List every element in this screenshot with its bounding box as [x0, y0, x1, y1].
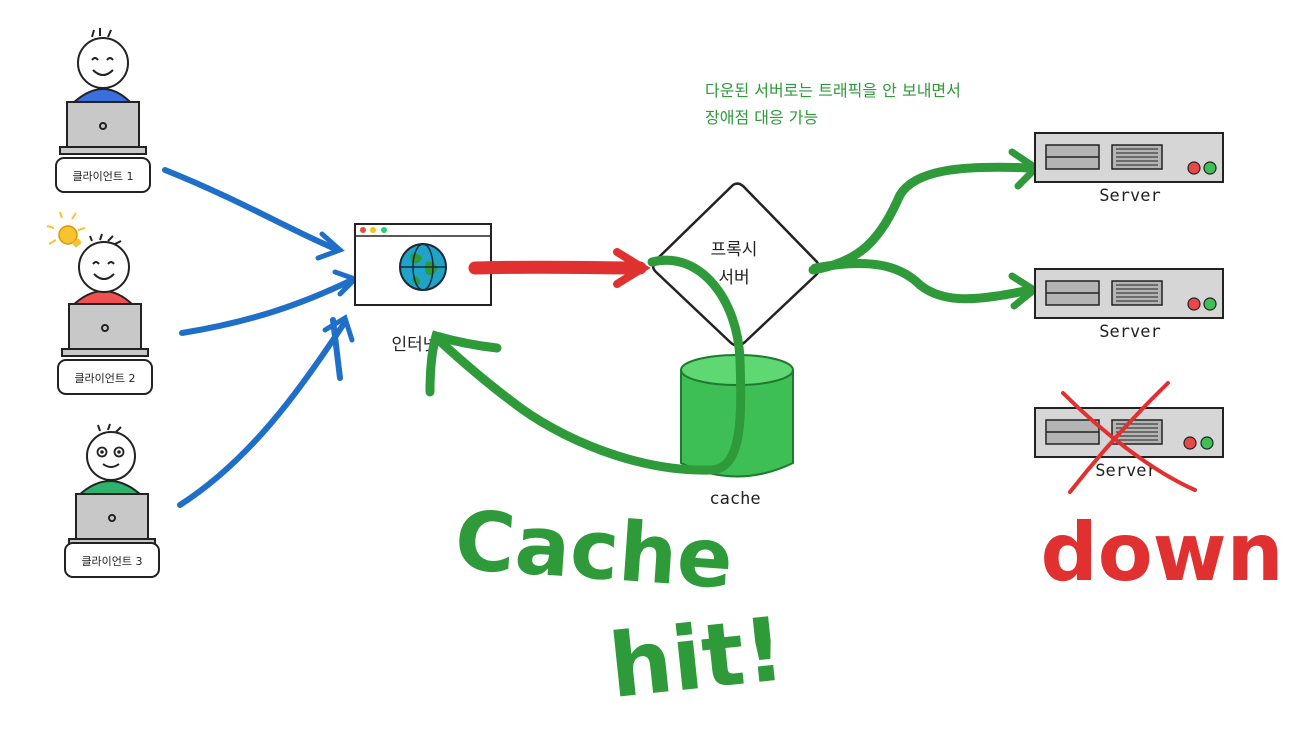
note-line2: 장애점 대응 가능 — [705, 108, 818, 127]
cache-label: cache — [709, 489, 760, 509]
cross-mark-icon — [1061, 381, 1197, 494]
client-label: 클라이언트 1 — [72, 170, 133, 183]
arrow-proxy-server1 — [808, 162, 1035, 275]
down-annotation: down — [1040, 506, 1283, 599]
arrowhead — [322, 314, 355, 343]
lightbulb-icon — [46, 211, 86, 248]
arrow-proxy-server2 — [810, 259, 1035, 304]
failover-note: 다운된 서버로는 트래픽을 안 보내면서 장애점 대응 가능 — [705, 81, 961, 127]
server-2: Server — [1034, 268, 1224, 342]
person-icon — [69, 28, 135, 105]
client-label-box — [57, 359, 153, 395]
proxy-label-line1: 프록시 — [711, 240, 758, 260]
internet-to-proxy-arrow — [468, 248, 651, 288]
server-label: Server — [1099, 322, 1160, 342]
note-line1: 다운된 서버로는 트래픽을 안 보내면서 — [705, 81, 961, 100]
laptop-icon — [61, 303, 149, 357]
internet-node: 인터넷 — [354, 223, 492, 355]
client-1: 클라이언트 1 — [55, 28, 151, 193]
person-icon — [69, 233, 137, 307]
client-to-internet-arrows — [162, 167, 360, 508]
arrowhead — [613, 248, 651, 288]
client-3: 클라이언트 3 — [64, 423, 160, 578]
laptop-icon — [68, 493, 156, 547]
cache-hit-annotation-line2: hit! — [604, 597, 789, 718]
cache-hit-annotation-line1: Cache — [452, 493, 736, 607]
client-label: 클라이언트 3 — [81, 555, 142, 568]
proxy-to-servers-arrows — [808, 148, 1042, 310]
server-1: Server — [1034, 132, 1224, 206]
person-icon — [75, 423, 145, 497]
cache-hit-return-arrow — [425, 255, 746, 475]
arrowhead — [315, 231, 345, 261]
client-label-box — [64, 542, 160, 578]
server-3-down: Server — [1034, 381, 1224, 494]
laptop-icon — [59, 101, 147, 155]
arrow-client2-internet — [179, 277, 355, 336]
internet-label: 인터넷 — [392, 335, 439, 355]
arrow-client3-internet — [177, 317, 346, 508]
server-label: Server — [1095, 461, 1156, 481]
client-label: 클라이언트 2 — [74, 372, 135, 385]
client-label-box — [55, 157, 151, 193]
client-2: 클라이언트 2 — [46, 211, 153, 395]
server-label: Server — [1099, 186, 1160, 206]
arrow-client1-internet — [162, 167, 341, 253]
globe-icon — [399, 243, 447, 291]
proxy-label-line2: 서버 — [718, 268, 749, 288]
proxy-server-node: 프록시 서버 — [651, 182, 821, 347]
